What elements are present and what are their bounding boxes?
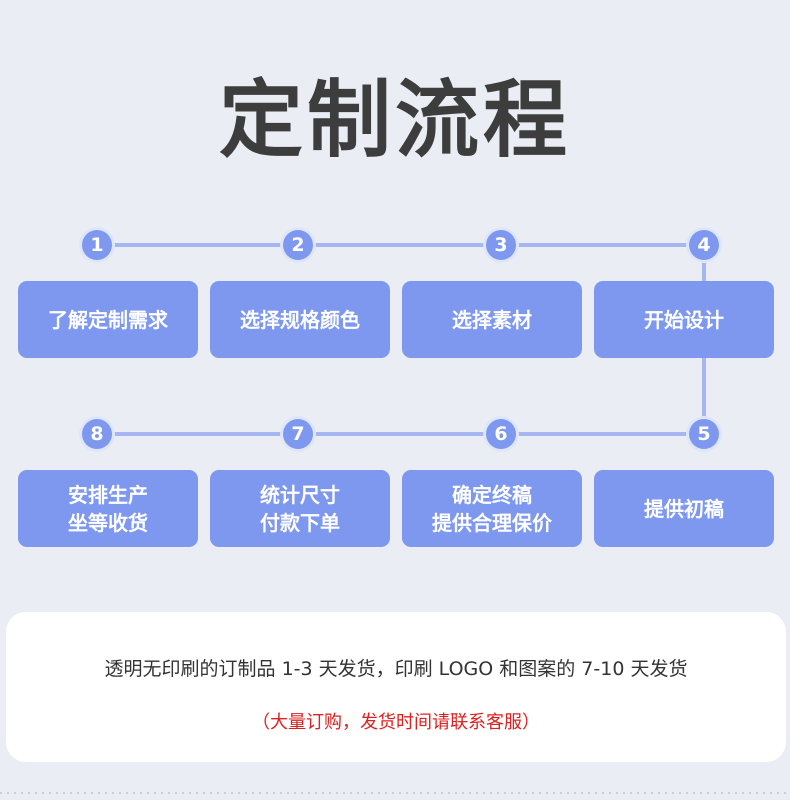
step-label-1: 了解定制需求 — [48, 307, 168, 332]
step-number-1: 1 — [82, 230, 112, 260]
step-box-4: 开始设计 — [594, 281, 774, 358]
step-label-4: 开始设计 — [644, 307, 724, 332]
step-label-5: 提供初稿 — [644, 496, 724, 521]
connector-line-top — [96, 243, 706, 247]
step-label-2: 选择规格颜色 — [240, 307, 360, 332]
dotted-divider — [0, 792, 790, 794]
page-title: 定制流程 — [218, 71, 571, 169]
step-label-6-line-1: 确定终稿 — [452, 482, 532, 507]
step-box-3: 选择素材 — [402, 281, 582, 358]
step-number-7: 7 — [283, 419, 313, 449]
step-number-8: 8 — [82, 419, 112, 449]
step-label-3: 选择素材 — [452, 307, 532, 332]
step-number-6: 6 — [486, 419, 516, 449]
step-number-4: 4 — [689, 230, 719, 260]
step-box-1: 了解定制需求 — [18, 281, 198, 358]
shipping-note-highlight: （大量订购，发货时间请联系客服） — [252, 712, 540, 733]
step-label-6-line-2: 提供合理保价 — [432, 510, 552, 535]
step-box-7: 统计尺寸 付款下单 — [210, 470, 390, 547]
step-label-7-line-2: 付款下单 — [260, 510, 340, 535]
step-box-8: 安排生产 坐等收货 — [18, 470, 198, 547]
shipping-note-card: 透明无印刷的订制品 1-3 天发货，印刷 LOGO 和图案的 7-10 天发货 … — [6, 612, 786, 762]
connector-line-bottom — [96, 432, 706, 436]
step-number-5: 5 — [689, 419, 719, 449]
shipping-note-text: 透明无印刷的订制品 1-3 天发货，印刷 LOGO 和图案的 7-10 天发货 — [104, 658, 688, 680]
step-box-5: 提供初稿 — [594, 470, 774, 547]
step-number-2: 2 — [283, 230, 313, 260]
step-box-2: 选择规格颜色 — [210, 281, 390, 358]
step-label-8-line-2: 坐等收货 — [68, 510, 148, 535]
step-label-8-line-1: 安排生产 — [68, 482, 148, 507]
step-box-6: 确定终稿 提供合理保价 — [402, 470, 582, 547]
step-number-3: 3 — [486, 230, 516, 260]
step-label-7-line-1: 统计尺寸 — [260, 482, 340, 507]
